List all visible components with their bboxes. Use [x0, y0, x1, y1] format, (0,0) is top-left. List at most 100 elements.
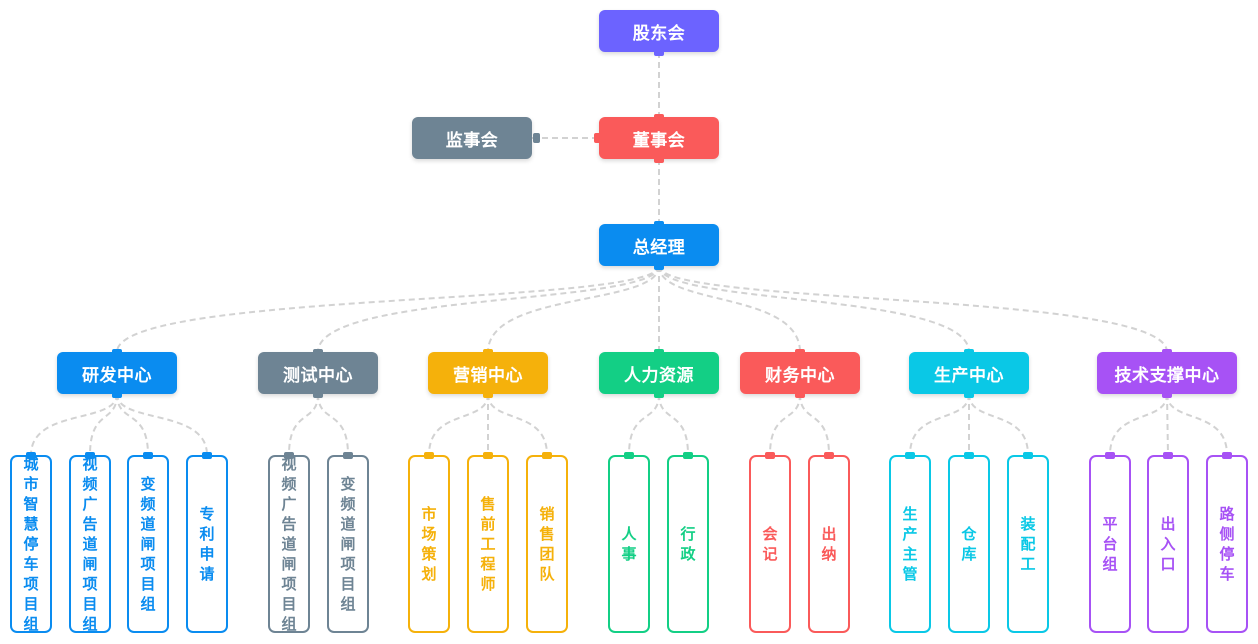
team-node[interactable]: 视频广告道闸项目组 [268, 455, 310, 633]
dept-leaf-line [1109, 393, 1168, 456]
supervisors-right-tab [532, 133, 540, 143]
team-node[interactable]: 路侧停车 [1206, 455, 1248, 633]
team-node[interactable]: 仓库 [948, 455, 990, 633]
team-top-tab [85, 451, 95, 459]
team-label: 变频道闸项目组 [340, 475, 356, 613]
team-top-tab [143, 451, 153, 459]
department-bottom-tab [654, 390, 664, 398]
dept-leaf-line [288, 393, 319, 456]
dept-leaf-line [317, 393, 349, 456]
shareholders-node[interactable]: 股东会 [599, 10, 719, 52]
department-node[interactable]: 技术支撑中心 [1097, 352, 1237, 394]
department-bottom-tab [1162, 390, 1172, 398]
department-bottom-tab [112, 390, 122, 398]
board-bottom-tab [654, 155, 664, 163]
team-top-tab [483, 451, 493, 459]
dept-leaf-line [1166, 393, 1169, 456]
team-label: 专利申请 [199, 505, 215, 583]
general-manager-node[interactable]: 总经理 [599, 224, 719, 266]
dept-leaf-line [487, 393, 548, 456]
team-top-tab [1105, 451, 1115, 459]
team-label: 变频道闸项目组 [140, 475, 156, 613]
department-bottom-tab [795, 390, 805, 398]
team-top-tab [26, 451, 36, 459]
gm-bottom-tab [654, 262, 664, 270]
team-node[interactable]: 平台组 [1089, 455, 1131, 633]
team-node[interactable]: 市场策划 [408, 455, 450, 633]
dept-leaf-line [628, 393, 660, 456]
department-node[interactable]: 生产中心 [909, 352, 1029, 394]
team-node[interactable]: 变频道闸项目组 [327, 455, 369, 633]
team-label: 平台组 [1102, 515, 1118, 573]
department-node[interactable]: 测试中心 [258, 352, 378, 394]
team-node[interactable]: 出纳 [808, 455, 850, 633]
team-node[interactable]: 人事 [608, 455, 650, 633]
team-node[interactable]: 会记 [749, 455, 791, 633]
board-node[interactable]: 董事会 [599, 117, 719, 159]
team-node[interactable]: 视频广告道闸项目组 [69, 455, 111, 633]
department-node[interactable]: 人力资源 [599, 352, 719, 394]
team-top-tab [1163, 451, 1173, 459]
team-top-tab [1023, 451, 1033, 459]
team-top-tab [424, 451, 434, 459]
department-top-tab [795, 348, 805, 356]
gm-dept-line [116, 265, 660, 353]
team-node[interactable]: 变频道闸项目组 [127, 455, 169, 633]
team-label: 会记 [762, 525, 778, 563]
team-top-tab [905, 451, 915, 459]
team-node[interactable]: 出入口 [1147, 455, 1189, 633]
team-top-tab [824, 451, 834, 459]
team-node[interactable]: 装配工 [1007, 455, 1049, 633]
team-top-tab [343, 451, 353, 459]
supervisors-node[interactable]: 监事会 [412, 117, 532, 159]
department-label: 研发中心 [82, 365, 152, 386]
gm-top-tab [654, 220, 664, 228]
shareholders-bottom-tab [654, 48, 664, 56]
board-left-tab [593, 133, 601, 143]
team-top-tab [542, 451, 552, 459]
team-label: 出入口 [1160, 515, 1176, 573]
team-top-tab [624, 451, 634, 459]
team-label: 仓库 [961, 525, 977, 563]
team-label: 市场策划 [421, 505, 437, 583]
team-top-tab [765, 451, 775, 459]
dept-leaf-line [769, 393, 801, 456]
team-label: 装配工 [1020, 515, 1036, 573]
team-node[interactable]: 城市智慧停车项目组 [10, 455, 52, 633]
department-top-tab [654, 348, 664, 356]
department-node[interactable]: 营销中心 [428, 352, 548, 394]
dept-leaf-line [1166, 393, 1228, 456]
team-node[interactable]: 生产主管 [889, 455, 931, 633]
team-top-tab [683, 451, 693, 459]
dept-leaf-line [30, 393, 118, 456]
department-top-tab [964, 348, 974, 356]
board-label: 董事会 [632, 130, 686, 151]
gm-dept-line [658, 265, 970, 353]
dept-leaf-line [909, 393, 970, 456]
dept-leaf-line [116, 393, 208, 456]
team-label: 行政 [680, 525, 696, 563]
department-node[interactable]: 研发中心 [57, 352, 177, 394]
team-node[interactable]: 专利申请 [186, 455, 228, 633]
department-label: 技术支撑中心 [1114, 365, 1220, 386]
dept-leaf-line [968, 393, 1029, 456]
dept-leaf-line [658, 393, 689, 456]
team-top-tab [964, 451, 974, 459]
team-label: 生产主管 [902, 505, 918, 583]
team-node[interactable]: 销售团队 [526, 455, 568, 633]
department-label: 财务中心 [765, 365, 835, 386]
team-top-tab [1222, 451, 1232, 459]
department-node[interactable]: 财务中心 [740, 352, 860, 394]
team-label: 销售团队 [539, 505, 555, 583]
team-node[interactable]: 售前工程师 [467, 455, 509, 633]
dept-leaf-line [799, 393, 830, 456]
department-bottom-tab [483, 390, 493, 398]
dept-leaf-line [116, 393, 149, 456]
general-manager-label: 总经理 [632, 237, 686, 258]
dept-leaf-line [428, 393, 489, 456]
board-top-tab [654, 113, 664, 121]
team-node[interactable]: 行政 [667, 455, 709, 633]
team-label: 视频广告道闸项目组 [281, 455, 297, 633]
department-top-tab [112, 348, 122, 356]
